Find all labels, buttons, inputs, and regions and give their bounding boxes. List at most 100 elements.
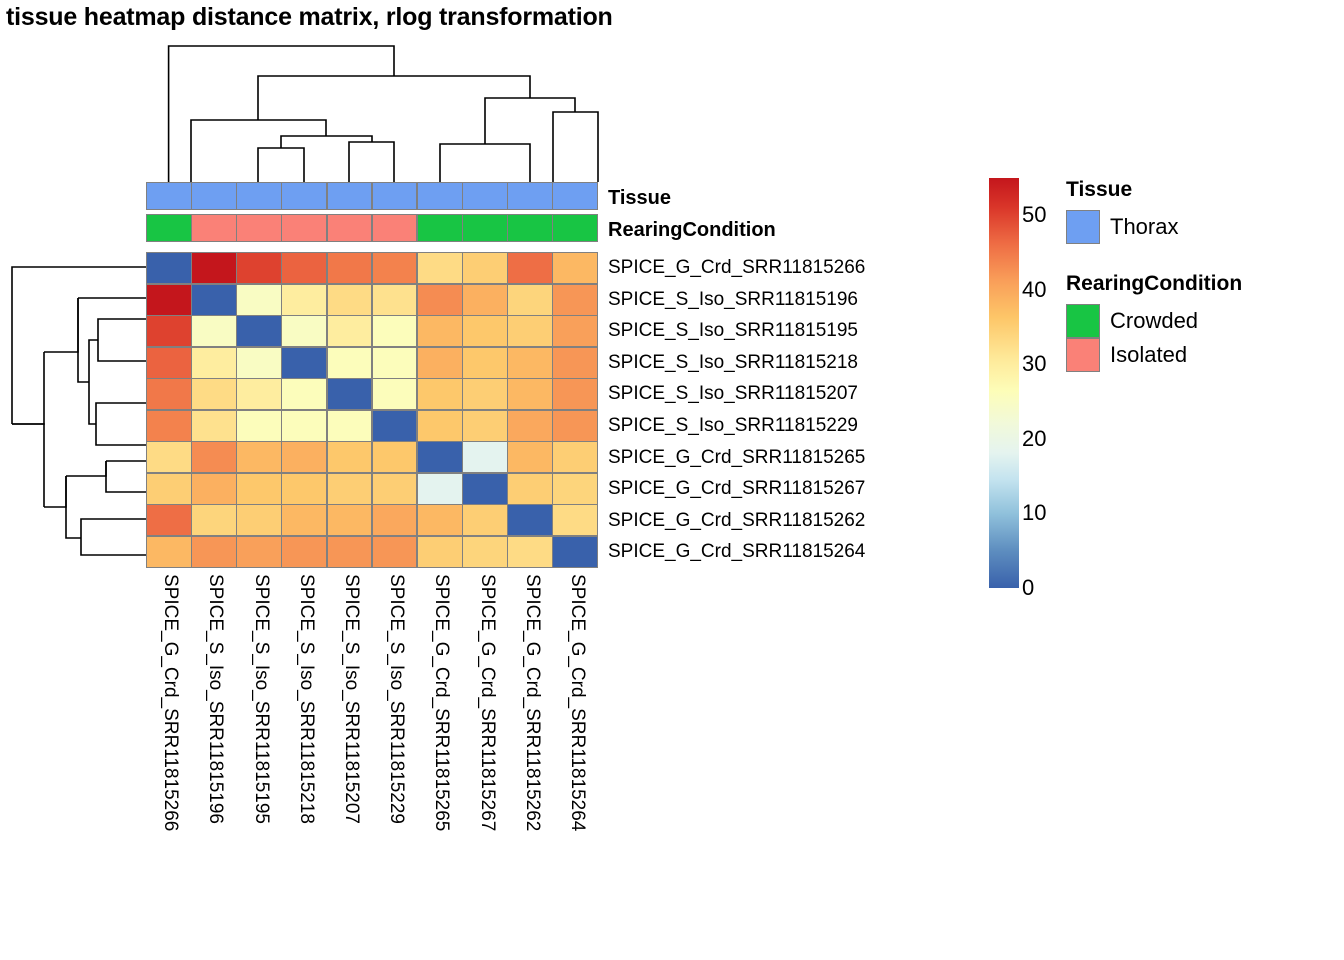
column-label: SPICE_S_Iso_SRR11815229 <box>386 574 408 824</box>
heatmap-cell <box>237 284 282 315</box>
row-label: SPICE_S_Iso_SRR11815196 <box>608 288 858 310</box>
colorbar-gradient <box>989 178 1019 588</box>
heatmap-cell <box>327 410 372 441</box>
heatmap-cell <box>462 316 507 347</box>
colorbar-tick-label: 20 <box>1022 425 1047 451</box>
heatmap-cell <box>417 410 462 441</box>
heatmap-cell <box>192 505 236 536</box>
annotation-cell-rearing <box>192 215 236 241</box>
heatmap-cell <box>327 442 372 473</box>
heatmap-cell <box>192 284 236 315</box>
heatmap-cell <box>237 505 282 536</box>
heatmap-cell <box>327 536 372 567</box>
heatmap-cell <box>417 347 462 378</box>
heatmap-cell <box>462 410 507 441</box>
column-label: SPICE_S_Iso_SRR11815195 <box>250 574 272 824</box>
heatmap-cell <box>462 379 507 410</box>
heatmap-cell <box>508 473 552 504</box>
annotation-cell-tissue <box>147 183 191 209</box>
heatmap-cell <box>417 253 462 284</box>
heatmap-cell <box>282 473 327 504</box>
heatmap-cell <box>417 284 462 315</box>
heatmap-cell <box>553 442 597 473</box>
annotation-cell-rearing <box>237 215 282 241</box>
heatmap-cell <box>508 442 552 473</box>
row-label: SPICE_S_Iso_SRR11815229 <box>608 415 858 436</box>
heatmap-cell <box>372 253 417 284</box>
row-label: SPICE_G_Crd_SRR11815266 <box>608 257 866 278</box>
annotation-bar-rearing <box>146 214 598 242</box>
heatmap-cell <box>327 253 372 284</box>
row-dendrogram <box>11 266 146 556</box>
column-label: SPICE_G_Crd_SRR11815267 <box>476 574 498 832</box>
heatmap-cell <box>192 473 236 504</box>
heatmap-cell <box>282 410 327 441</box>
legend-title: RearingCondition <box>1066 272 1243 295</box>
row-label: SPICE_S_Iso_SRR11815195 <box>608 320 858 342</box>
heatmap-cell <box>553 379 597 410</box>
annotation-cell-rearing <box>372 215 417 241</box>
heatmap-cell <box>508 316 552 347</box>
heatmap-cell <box>327 284 372 315</box>
heatmap-cell <box>553 253 597 284</box>
colorbar <box>989 178 1019 588</box>
heatmap-cell <box>237 410 282 441</box>
page-title: tissue heatmap distance matrix, rlog tra… <box>6 3 613 31</box>
colorbar-tick-label: 30 <box>1022 351 1047 377</box>
heatmap-cell <box>282 253 327 284</box>
annotation-cell-rearing <box>327 215 372 241</box>
column-label: SPICE_G_Crd_SRR11815265 <box>431 574 453 832</box>
row-label: SPICE_S_Iso_SRR11815218 <box>608 351 858 373</box>
heatmap-cell <box>282 347 327 378</box>
heatmap-cell <box>508 379 552 410</box>
heatmap-cell <box>147 410 191 441</box>
annotation-cell-tissue <box>372 183 417 209</box>
heatmap-cell <box>237 316 282 347</box>
colorbar-tick-label: 10 <box>1022 500 1047 526</box>
heatmap-cell <box>372 442 417 473</box>
heatmap-cell <box>508 410 552 441</box>
heatmap-cell <box>417 442 462 473</box>
colorbar-tick-label: 40 <box>1022 276 1047 302</box>
colorbar-tick-label: 50 <box>1022 202 1047 228</box>
annotation-cell-tissue <box>327 183 372 209</box>
heatmap-cell <box>282 284 327 315</box>
heatmap-cell <box>282 316 327 347</box>
annotation-cell-tissue <box>282 183 327 209</box>
heatmap-cell <box>508 505 552 536</box>
annotation-cell-tissue <box>553 183 597 209</box>
heatmap-cell <box>508 536 552 567</box>
annotation-cell-rearing <box>417 215 462 241</box>
heatmap-cell <box>372 284 417 315</box>
heatmap-matrix <box>146 252 598 568</box>
heatmap-cell <box>372 473 417 504</box>
row-label: SPICE_G_Crd_SRR11815262 <box>608 509 866 531</box>
row-label: SPICE_G_Crd_SRR11815264 <box>608 541 866 563</box>
annotation-cell-rearing <box>282 215 327 241</box>
heatmap-cell <box>192 536 236 567</box>
heatmap-cell <box>192 410 236 441</box>
heatmap-cell <box>462 347 507 378</box>
heatmap-cell <box>192 253 236 284</box>
heatmap-cell <box>192 316 236 347</box>
heatmap-cell <box>462 253 507 284</box>
annotation-cell-rearing <box>462 215 507 241</box>
annotation-cell-tissue <box>462 183 507 209</box>
heatmap-cell <box>372 347 417 378</box>
heatmap-cell <box>553 505 597 536</box>
heatmap-cell <box>372 505 417 536</box>
heatmap-cell <box>508 347 552 378</box>
heatmap-cell <box>553 473 597 504</box>
legend-swatch <box>1066 338 1100 372</box>
heatmap-cell <box>553 536 597 567</box>
colorbar-tick-label: 0 <box>1022 575 1035 600</box>
annotation-cell-rearing <box>508 215 552 241</box>
column-label: SPICE_S_Iso_SRR11815218 <box>295 574 317 824</box>
legend-swatch <box>1066 210 1100 244</box>
heatmap-cell <box>417 536 462 567</box>
column-label: SPICE_G_Crd_SRR11815262 <box>521 574 543 832</box>
heatmap-cell <box>553 410 597 441</box>
heatmap-cell <box>147 505 191 536</box>
